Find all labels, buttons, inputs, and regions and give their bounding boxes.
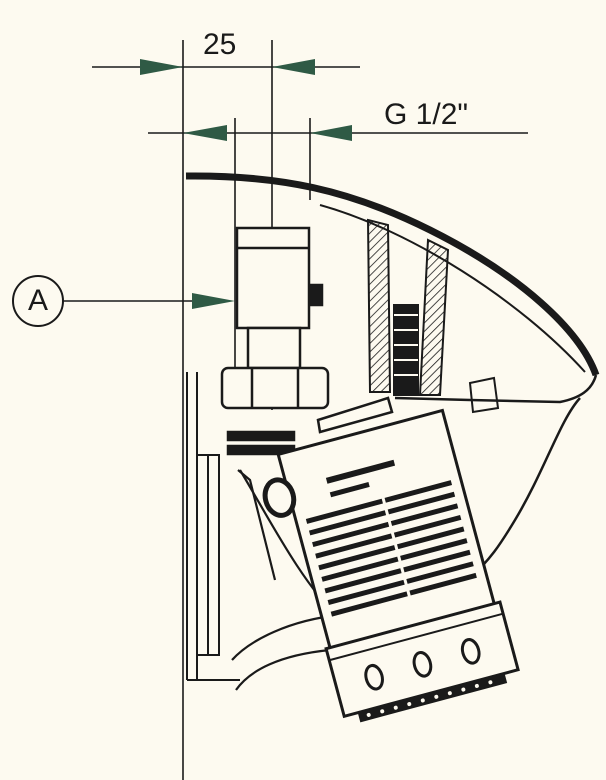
dimension-thread-label: G 1/2" xyxy=(384,98,469,131)
callout-a xyxy=(12,275,235,327)
hood-ribs xyxy=(366,218,450,396)
housing-hood xyxy=(185,172,600,581)
dimension-thread-arrows xyxy=(183,125,352,141)
pivot-plate xyxy=(316,396,471,434)
wall xyxy=(186,372,240,681)
shower-head xyxy=(262,408,520,723)
dimension-25-arrows xyxy=(140,59,315,75)
callout-a-label: A xyxy=(27,284,48,317)
dimension-25-label: 25 xyxy=(203,28,237,61)
connector-fitting xyxy=(220,226,330,456)
dimension-25 xyxy=(92,40,360,780)
